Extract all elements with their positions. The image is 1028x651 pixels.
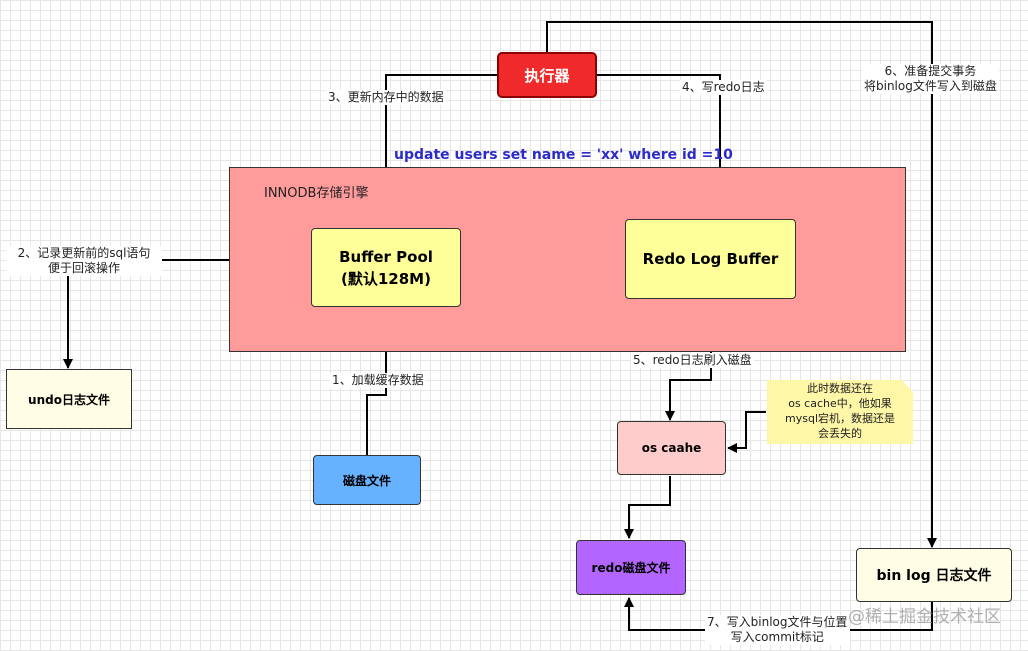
disk-file-box: 磁盘文件: [313, 455, 421, 505]
note-line: mysql宕机，数据还是: [785, 412, 895, 425]
note-text: 此时数据还在 os cache中，他如果 mysql宕机，数据还是 会丢失的: [767, 381, 913, 441]
executor-box: 执行器: [497, 52, 597, 98]
step2-label: 2、记录更新前的sql语句 便于回滚操作: [6, 246, 162, 276]
arrow-os-to-disk: [624, 476, 671, 539]
redo-log-buffer-box: Redo Log Buffer: [625, 219, 796, 299]
redo-disk-label: redo磁盘文件: [591, 561, 671, 575]
step7-line: 7、写入binlog文件与位置: [707, 615, 848, 629]
arrow-prepare-commit: [546, 21, 937, 548]
sql-statement: update users set name = 'xx' where id =1…: [394, 147, 733, 163]
os-cache-label: os caahe: [641, 441, 702, 455]
undo-file-label: undo日志文件: [28, 392, 110, 407]
step1-label: 1、加载缓存数据: [330, 373, 426, 388]
disk-file-label: 磁盘文件: [342, 473, 391, 488]
step4-label: 4、写redo日志: [680, 80, 767, 95]
buffer-pool-box: Buffer Pool (默认128M): [311, 228, 461, 307]
step2-line: 便于回滚操作: [47, 261, 120, 275]
step2-line: 2、记录更新前的sql语句: [17, 246, 151, 260]
buffer-pool-title: Buffer Pool: [339, 247, 433, 266]
undo-file-box: undo日志文件: [6, 369, 132, 429]
step7-label: 7、写入binlog文件与位置 写入commit标记: [705, 615, 850, 645]
note-line: os cache中，他如果: [788, 397, 892, 410]
arrow-undo-log: [63, 259, 229, 369]
step6-line: 将binlog文件写入到磁盘: [864, 79, 997, 93]
executor-label: 执行器: [524, 66, 570, 85]
step5-label: 5、redo日志刷入磁盘: [631, 353, 754, 368]
watermark: @稀土掘金技术社区: [848, 607, 1001, 627]
note-line: 会丢失的: [818, 427, 862, 440]
step6-label: 6、准备提交事务 将binlog文件写入到磁盘: [862, 64, 999, 94]
note-line: 此时数据还在: [807, 382, 873, 395]
innodb-label: INNODB存储引擎: [264, 186, 369, 201]
note-sticky: [767, 380, 913, 444]
step6-line: 6、准备提交事务: [884, 64, 977, 78]
arrow-note: [727, 411, 766, 453]
binlog-file-label: bin log 日志文件: [876, 568, 992, 584]
buffer-pool-size: (默认128M): [341, 269, 431, 288]
step3-label: 3、更新内存中的数据: [326, 90, 446, 105]
step7-line: 写入commit标记: [730, 630, 824, 644]
redo-log-buffer-label: Redo Log Buffer: [642, 250, 779, 268]
redo-disk-box: redo磁盘文件: [576, 540, 686, 595]
binlog-file-box: bin log 日志文件: [856, 548, 1012, 602]
os-cache-box: os caahe: [617, 421, 726, 475]
